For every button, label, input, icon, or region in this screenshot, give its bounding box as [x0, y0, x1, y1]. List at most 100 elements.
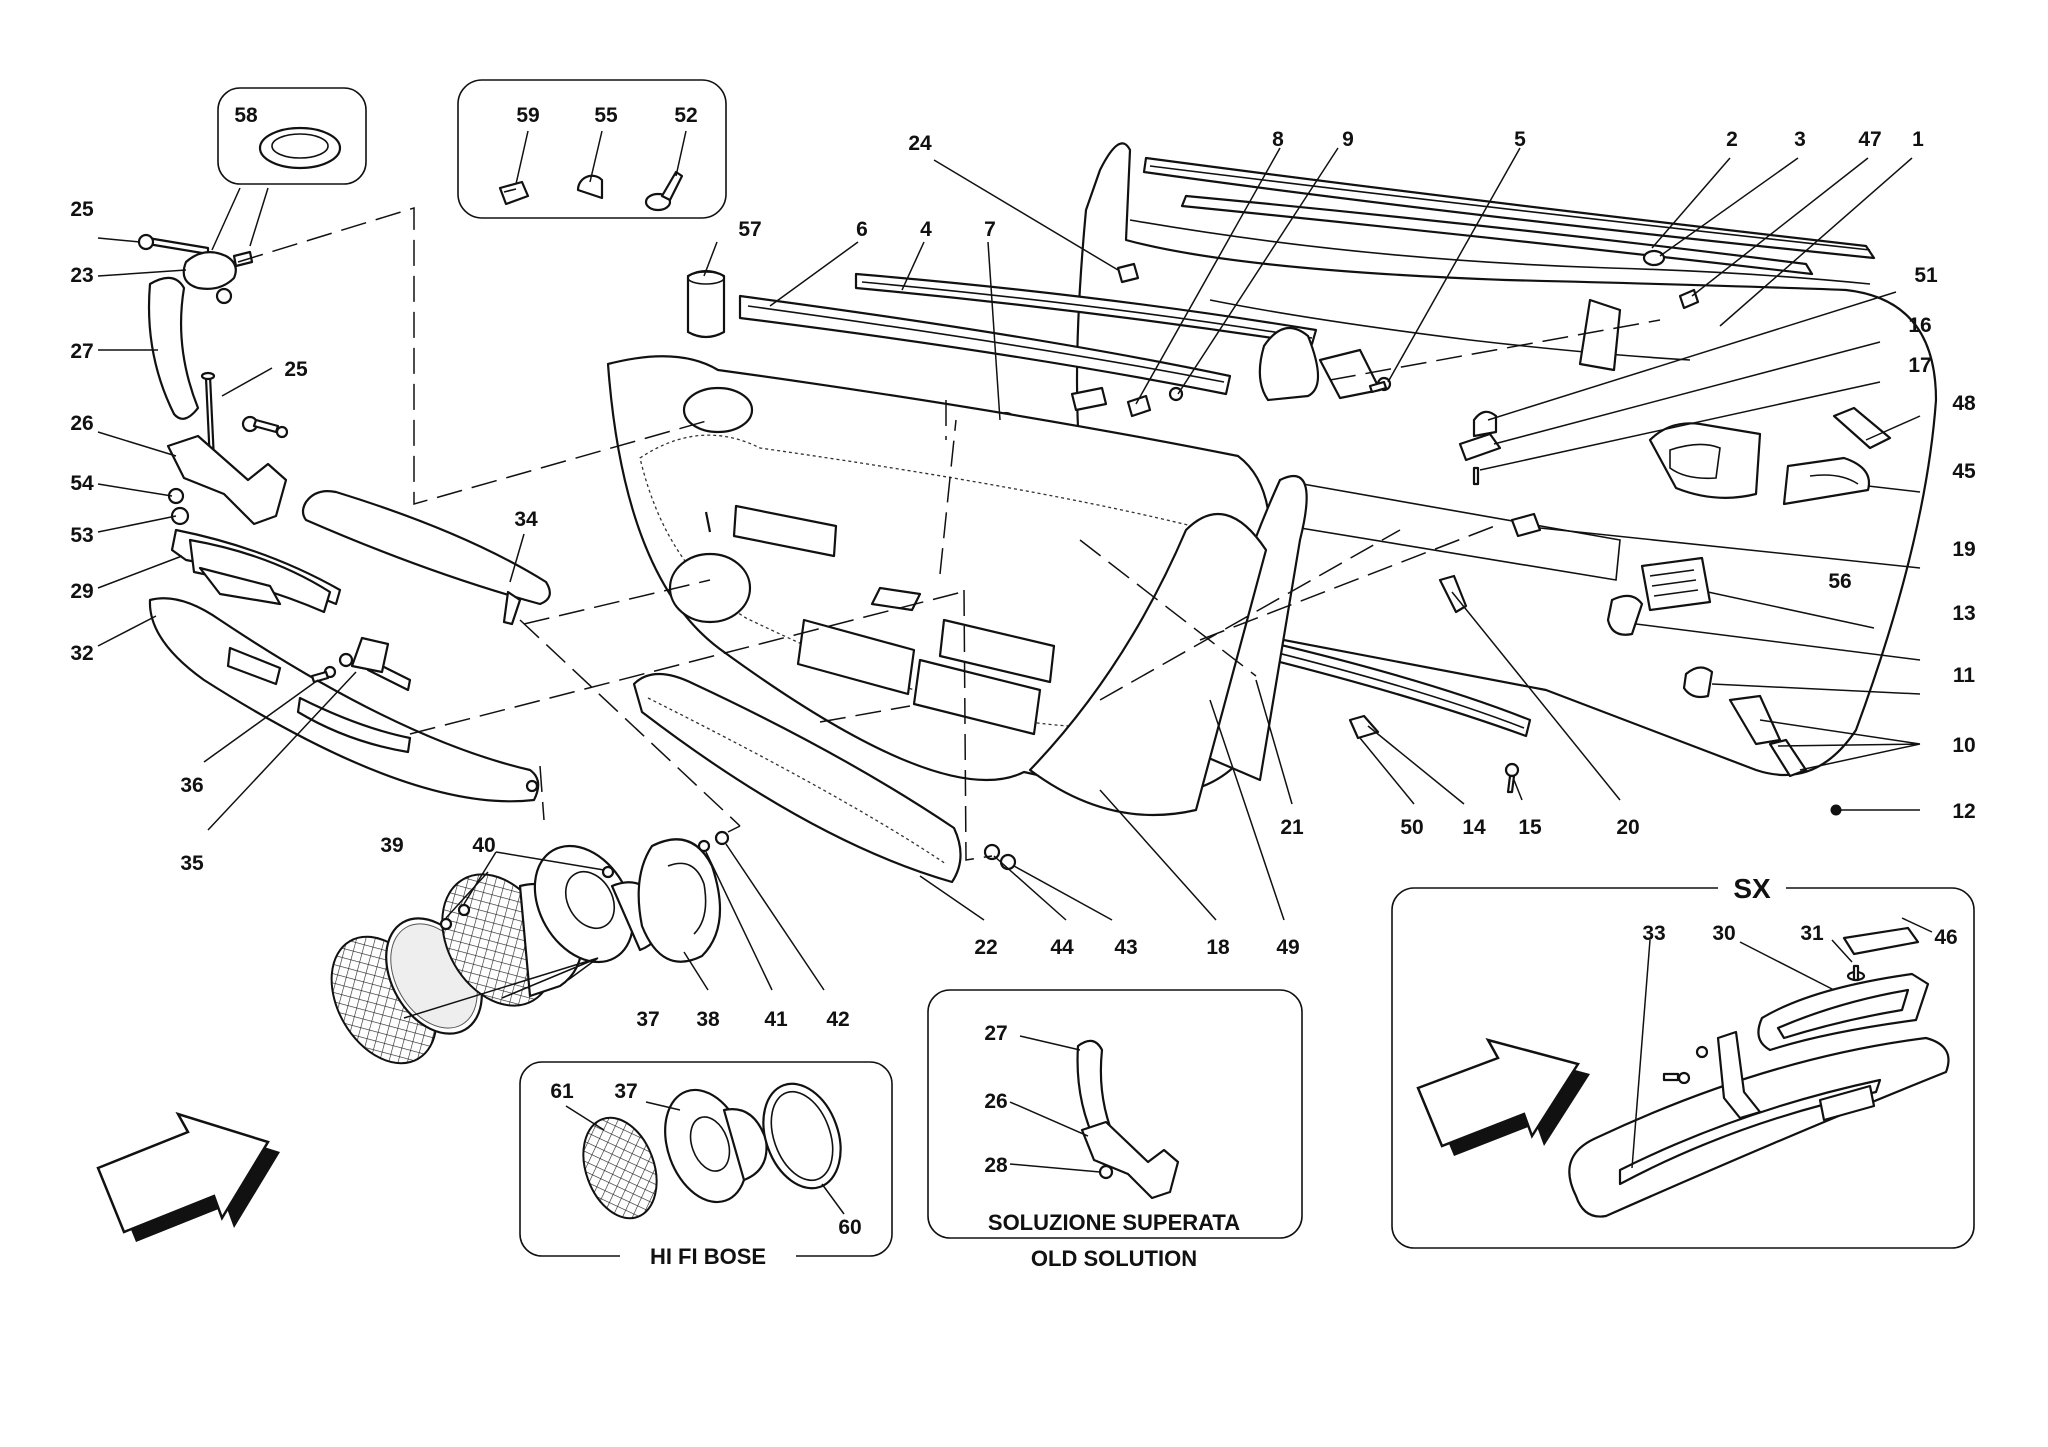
- callout-sx-31: 31: [1800, 922, 1824, 945]
- callout-old-26: 26: [984, 1090, 1007, 1113]
- bose-speaker-37: [664, 1088, 768, 1204]
- screw-52: [644, 170, 684, 212]
- clip-19: [1510, 512, 1542, 538]
- callout-old-28: 28: [984, 1154, 1008, 1177]
- callout-58: 58: [234, 104, 258, 127]
- callout-51: 51: [1914, 264, 1938, 287]
- screw-17: [1472, 466, 1480, 486]
- callout-57: 57: [738, 218, 761, 241]
- callout-45: 45: [1952, 460, 1976, 483]
- grab-handle-27: [147, 276, 200, 420]
- sill-strip-14: [1254, 638, 1532, 738]
- callout-20: 20: [1616, 816, 1639, 839]
- screw-5: [1368, 376, 1392, 394]
- screw-15: [1504, 762, 1520, 794]
- callout-54: 54: [70, 472, 94, 495]
- armrest-49: [1028, 513, 1268, 816]
- caption-old-solution-en: OLD SOLUTION: [1031, 1246, 1197, 1271]
- callout-41: 41: [764, 1008, 788, 1031]
- speaker-bracket-38: [637, 838, 722, 963]
- callout-7: 7: [984, 218, 996, 241]
- callout-12: 12: [1952, 800, 1975, 823]
- callout-25b: 25: [284, 358, 308, 381]
- callout-26: 26: [70, 412, 93, 435]
- callout-bose-61: 61: [550, 1080, 574, 1103]
- screw-25-top: [137, 233, 210, 256]
- callout-52: 52: [674, 104, 697, 127]
- callout-38: 38: [696, 1008, 720, 1031]
- caption-hifi-bose: HI FI BOSE: [650, 1244, 766, 1269]
- callout-55: 55: [594, 104, 618, 127]
- callout-1: 1: [1912, 128, 1924, 151]
- hinge-bracket-1: [1258, 326, 1382, 402]
- callout-18: 18: [1206, 936, 1230, 959]
- callout-27: 27: [70, 340, 93, 363]
- sx-armrest-33: [1568, 1036, 1950, 1218]
- callout-17: 17: [1908, 354, 1931, 377]
- callout-47: 47: [1858, 128, 1881, 151]
- callout-35: 35: [180, 852, 204, 875]
- window-seal-2: [1142, 156, 1876, 276]
- seal-ring-58: [258, 126, 342, 170]
- door-frame: [1075, 142, 1938, 777]
- cap-55: [576, 174, 604, 200]
- callout-24: 24: [908, 132, 932, 155]
- callout-59: 59: [516, 104, 539, 127]
- label-56: [1640, 556, 1712, 612]
- callout-6: 6: [856, 218, 868, 241]
- callout-11: 11: [1953, 664, 1976, 687]
- washer-39: [439, 917, 453, 931]
- callout-22: 22: [974, 936, 997, 959]
- callout-bose-60: 60: [838, 1216, 861, 1239]
- screw-small: [241, 415, 289, 439]
- nut-42: [714, 830, 730, 846]
- inset-box-fasteners: [457, 79, 727, 219]
- callout-48: 48: [1952, 392, 1976, 415]
- callout-3: 3: [1794, 128, 1806, 151]
- washer-40a: [457, 903, 471, 917]
- clip-59: [498, 180, 530, 206]
- screw-36: [310, 665, 337, 684]
- callout-36: 36: [180, 774, 203, 797]
- rail-6: [738, 294, 1232, 396]
- nut-43: [999, 853, 1017, 871]
- callout-23: 23: [70, 264, 93, 287]
- callout-53: 53: [70, 524, 93, 547]
- handle-45: [1782, 456, 1871, 506]
- callout-sx-46: 46: [1934, 926, 1957, 949]
- sx-screw-31: [1846, 964, 1866, 982]
- bracket-16: [1458, 432, 1502, 462]
- callout-8: 8: [1272, 128, 1284, 151]
- caption-sx: SX: [1733, 873, 1771, 904]
- callout-10: 10: [1952, 734, 1975, 757]
- callout-25a: 25: [70, 198, 94, 221]
- callout-43: 43: [1114, 936, 1137, 959]
- clip-24: [1116, 262, 1140, 284]
- sx-bracket: [1662, 1030, 1762, 1120]
- sx-tray-30: [1757, 972, 1930, 1052]
- bracket-23: [182, 250, 254, 305]
- callout-44: 44: [1050, 936, 1074, 959]
- nut-41: [697, 839, 711, 853]
- armrest-tray-29: [170, 528, 342, 614]
- direction-arrow-sx: [1416, 1038, 1590, 1156]
- armrest-cover-32: [148, 597, 540, 803]
- lock-cylinder-10: [1728, 694, 1808, 778]
- callout-9: 9: [1342, 128, 1354, 151]
- callout-32: 32: [70, 642, 93, 665]
- callout-2: 2: [1726, 128, 1738, 151]
- bose-grille-61: [582, 1116, 658, 1220]
- callout-15: 15: [1518, 816, 1542, 839]
- callout-19: 19: [1952, 538, 1975, 561]
- inset-box-old-solution: [927, 989, 1303, 1239]
- callout-4: 4: [920, 218, 932, 241]
- screw-9: [1168, 386, 1184, 402]
- bracket-35: [338, 636, 390, 674]
- callout-29: 29: [70, 580, 93, 603]
- striker-51: [1472, 410, 1498, 438]
- assembly-dashed-lines: [237, 206, 1661, 861]
- sx-pad-46: [1842, 926, 1920, 956]
- escutcheon-11: [1682, 666, 1714, 699]
- callout-50: 50: [1400, 816, 1423, 839]
